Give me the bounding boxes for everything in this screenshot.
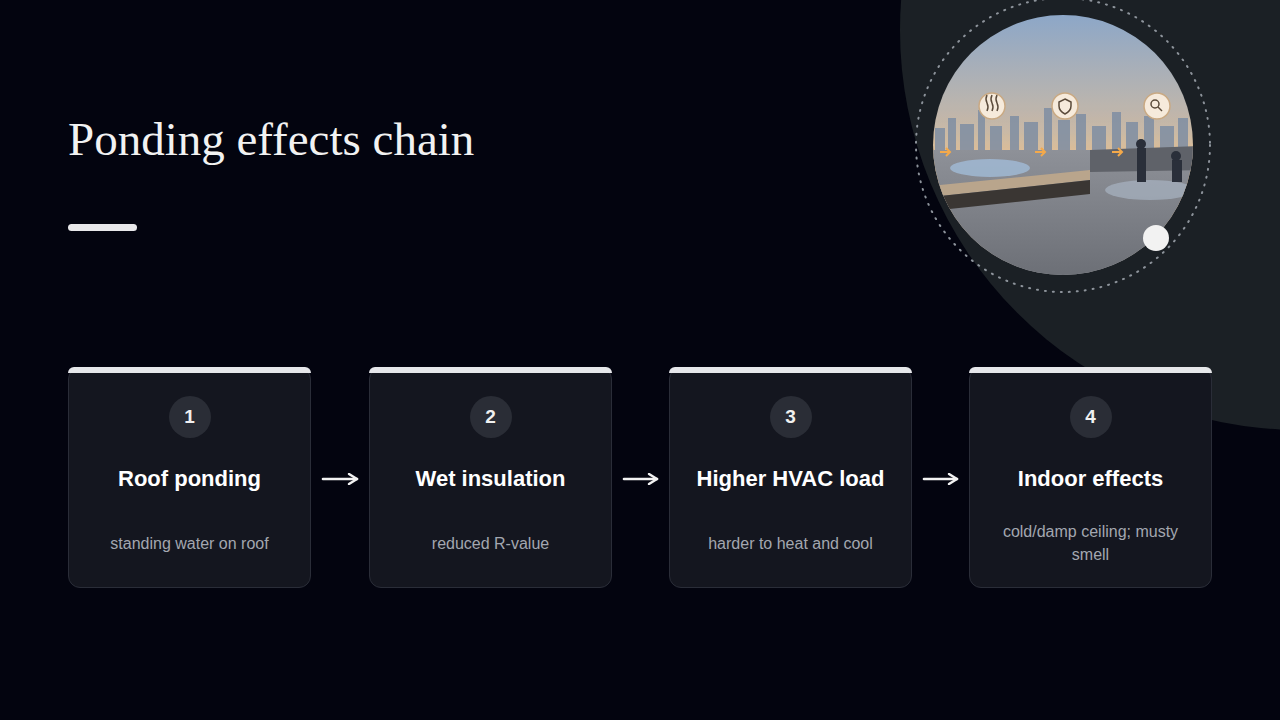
step-number: 2 <box>470 396 512 438</box>
step-body-area: cold/damp ceiling; musty smell <box>988 518 1193 568</box>
step-heading: Indoor effects <box>982 464 1199 494</box>
flow-arrow <box>624 478 657 481</box>
process-card: 3Higher HVAC load harder to heat and cool <box>669 367 912 588</box>
card-top-stripe <box>68 367 311 373</box>
process-card: 2Wet insulation reduced R-value <box>369 367 612 588</box>
step-number: 4 <box>1070 396 1112 438</box>
step-heading: Roof ponding <box>81 464 298 494</box>
flow-arrow <box>323 478 357 481</box>
step-number: 1 <box>169 396 211 438</box>
step-number: 3 <box>770 396 812 438</box>
step-description: cold/damp ceiling; musty smell <box>988 520 1193 566</box>
step-body-area: standing water on roof <box>87 518 292 568</box>
process-card: 1Roof ponding standing water on roof <box>68 367 311 588</box>
step-heading: Higher HVAC load <box>682 464 899 494</box>
slide-dot <box>1143 225 1169 251</box>
corner-blob <box>900 0 1280 430</box>
card-top-stripe <box>369 367 612 373</box>
process-card: 4Indoor effects cold/damp ceiling; musty … <box>969 367 1212 588</box>
step-heading: Wet insulation <box>382 464 599 494</box>
title-underline <box>68 224 137 231</box>
card-top-stripe <box>969 367 1212 373</box>
dotted-ring <box>916 0 1210 292</box>
roof-photo <box>930 10 1200 280</box>
card-top-stripe <box>669 367 912 373</box>
flow-arrow <box>924 478 957 481</box>
step-description: harder to heat and cool <box>708 532 873 555</box>
step-body-area: harder to heat and cool <box>688 518 893 568</box>
step-description: standing water on roof <box>110 532 268 555</box>
step-body-area: reduced R-value <box>388 518 593 568</box>
step-description: reduced R-value <box>432 532 549 555</box>
slide-title: Ponding effects chain <box>68 112 474 166</box>
